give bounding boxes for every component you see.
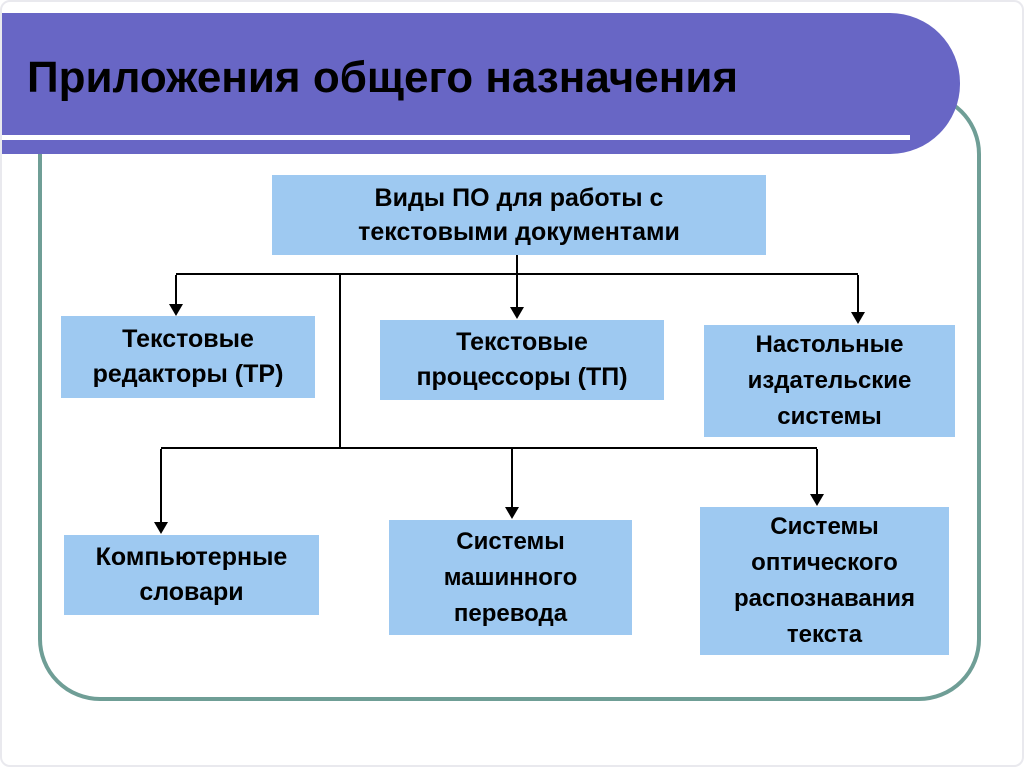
- node-software-types: Виды ПО для работы с текстовыми документ…: [272, 175, 766, 255]
- node-machine-translation-systems: Системы машинного перевода: [389, 520, 632, 635]
- node-computer-dictionaries: Компьютерные словари: [64, 535, 319, 615]
- node-text-processors: Текстовые процессоры (ТП): [380, 320, 664, 400]
- banner-underline: [2, 135, 910, 140]
- node-desktop-publishing-systems: Настольные издательские системы: [704, 325, 955, 437]
- slide-title: Приложения общего назначения: [27, 53, 739, 102]
- node-ocr-systems: Системы оптического распознавания текста: [700, 507, 949, 655]
- title-banner: Приложения общего назначения: [2, 13, 960, 154]
- node-text-editors: Текстовые редакторы (ТР): [61, 316, 315, 398]
